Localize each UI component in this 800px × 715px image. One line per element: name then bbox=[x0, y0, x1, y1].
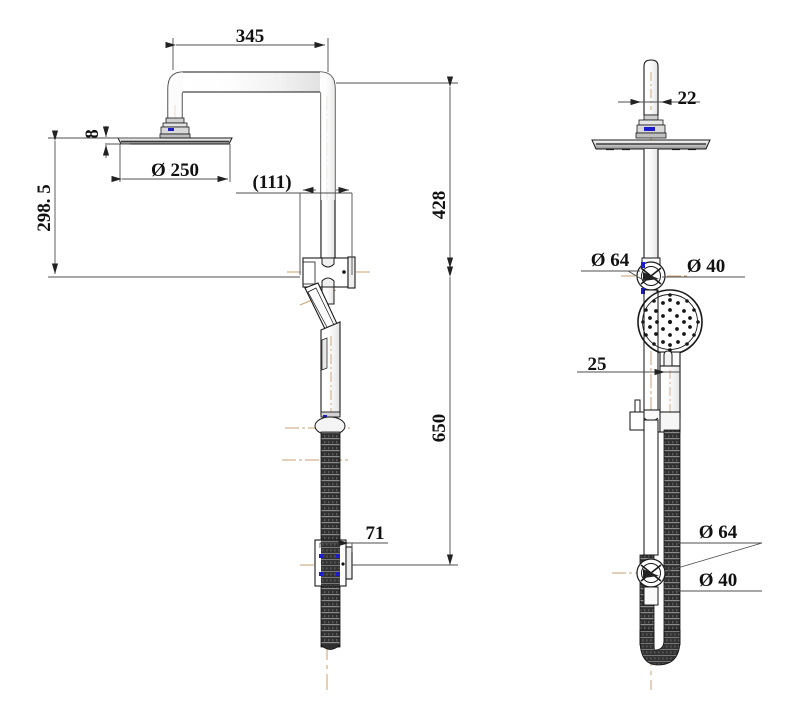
handset-handle-front bbox=[659, 365, 681, 419]
flexible-hose-side bbox=[320, 431, 341, 650]
dim-handset-offset-25: 25 bbox=[577, 354, 680, 376]
dim-label-22: 22 bbox=[678, 88, 697, 109]
side-elevation-view: 345 Ø 250 8 298. 5 bbox=[34, 26, 458, 690]
bottom-bracket-side bbox=[314, 539, 353, 587]
handheld-shower-front bbox=[637, 289, 703, 379]
dim-label-dia-64-upper: Ø 64 bbox=[591, 250, 630, 271]
overhead-shower-head-front bbox=[591, 139, 711, 151]
dim-riser-upper-428: 428 bbox=[336, 76, 458, 268]
dim-label-298-5: 298. 5 bbox=[34, 184, 55, 232]
dim-bracket-projection-71: 71 bbox=[319, 523, 388, 552]
dim-label-71: 71 bbox=[366, 523, 385, 544]
dim-inlet-width-22: 22 bbox=[618, 88, 700, 109]
dim-label-dia-40-upper: Ø 40 bbox=[687, 256, 726, 277]
shower-arm-horizontal bbox=[183, 71, 320, 93]
dim-riser-lower-650: 650 bbox=[352, 266, 458, 566]
flexible-hose-front bbox=[639, 419, 681, 666]
dim-bracket-flange-dia-64: Ø 64 bbox=[663, 522, 763, 573]
dim-label-25: 25 bbox=[588, 354, 607, 375]
dim-label-650: 650 bbox=[429, 414, 450, 443]
shower-head-connector-front bbox=[635, 114, 667, 139]
bottom-bracket-front bbox=[636, 558, 666, 606]
dim-diverter-flange-dia-64: Ø 64 bbox=[581, 250, 646, 282]
front-elevation-view: 22 Ø 64 Ø 40 25 Ø bbox=[577, 59, 763, 690]
inlet-spigot-front bbox=[643, 59, 659, 116]
dim-diverter-body-dia-40: Ø 40 bbox=[662, 256, 745, 278]
diverter-body-side bbox=[302, 256, 356, 305]
dim-head-drop-298-5: 298. 5 bbox=[34, 130, 300, 278]
dim-label-428: 428 bbox=[429, 191, 450, 220]
dim-label-345: 345 bbox=[236, 26, 265, 47]
dim-bracket-body-dia-40: Ø 40 bbox=[675, 570, 762, 592]
dim-diverter-offset-111: (111) bbox=[236, 172, 353, 275]
handheld-shower-side bbox=[304, 282, 341, 418]
overhead-shower-head bbox=[117, 137, 233, 145]
dim-label-dia-250: Ø 250 bbox=[151, 160, 199, 181]
dim-arm-reach-345: 345 bbox=[165, 26, 329, 72]
dim-head-diameter-250: Ø 250 bbox=[111, 144, 231, 183]
dim-label-dia-64-lower: Ø 64 bbox=[699, 522, 738, 543]
dim-label-dia-40-lower: Ø 40 bbox=[699, 570, 738, 591]
dim-label-8: 8 bbox=[82, 129, 103, 139]
shower-arm-left-elbow bbox=[167, 71, 184, 118]
dim-label-111: (111) bbox=[252, 172, 291, 193]
shower-head-connector bbox=[159, 117, 191, 139]
riser-tube-front bbox=[643, 149, 659, 269]
